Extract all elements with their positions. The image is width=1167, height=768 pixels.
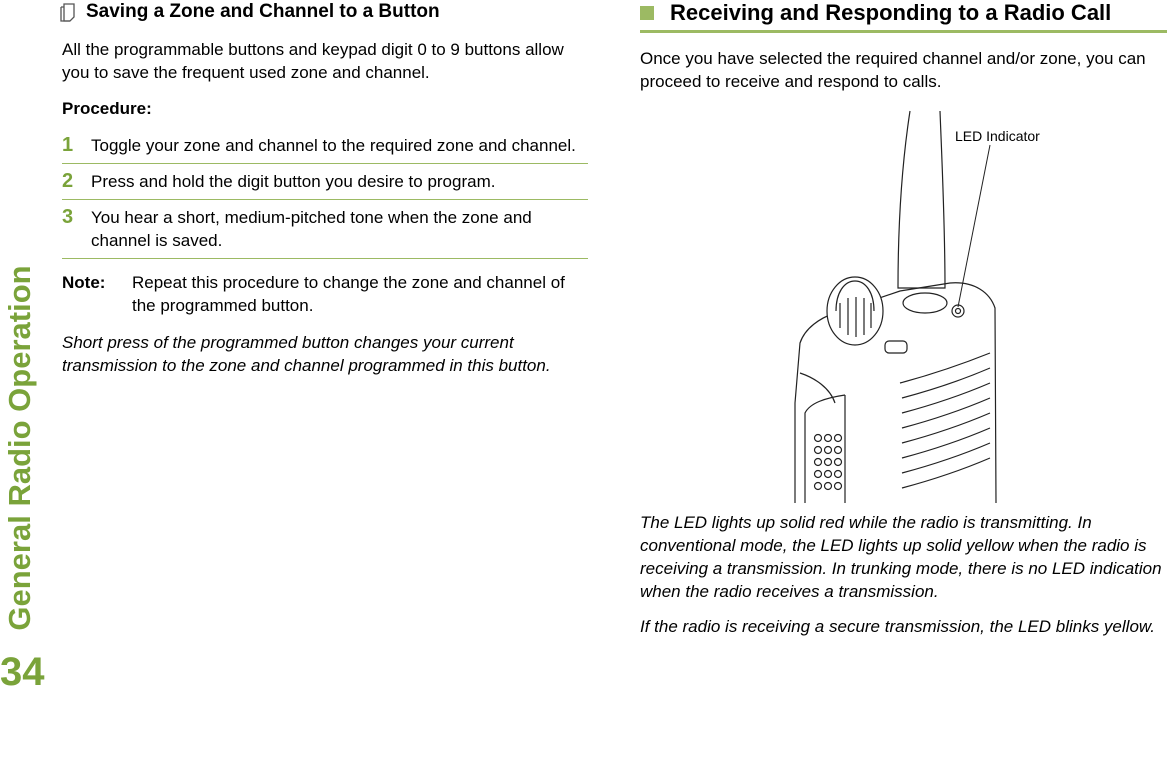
led-indicator-label: LED Indicator xyxy=(955,128,1040,144)
note-text: Repeat this procedure to change the zone… xyxy=(132,273,565,315)
step-text: Press and hold the digit button you desi… xyxy=(91,172,496,191)
step-text: You hear a short, medium-pitched tone wh… xyxy=(91,208,532,250)
step-number: 1 xyxy=(62,134,74,156)
procedure-icon xyxy=(60,3,75,22)
section-heading: Saving a Zone and Channel to a Button xyxy=(60,0,588,24)
step-text: Toggle your zone and channel to the requ… xyxy=(91,136,576,155)
procedure-steps: 1 Toggle your zone and channel to the re… xyxy=(62,128,588,259)
italic-paragraph: Short press of the programmed button cha… xyxy=(62,333,551,375)
step-item: 1 Toggle your zone and channel to the re… xyxy=(62,128,588,164)
left-column: Saving a Zone and Channel to a Button Al… xyxy=(60,0,588,377)
section-intro: All the programmable buttons and keypad … xyxy=(62,40,564,82)
led-description: The LED lights up solid red while the ra… xyxy=(640,513,1162,601)
section-heading: Receiving and Responding to a Radio Call xyxy=(640,0,1167,33)
step-number: 3 xyxy=(62,206,74,228)
step-item: 3 You hear a short, medium-pitched tone … xyxy=(62,200,588,259)
secure-transmission-note: If the radio is receiving a secure trans… xyxy=(640,617,1155,636)
step-number: 2 xyxy=(62,170,74,192)
radio-illustration xyxy=(794,110,997,503)
note-block: Note: Repeat this procedure to change th… xyxy=(62,271,588,317)
section-intro: Once you have selected the required chan… xyxy=(640,49,1146,91)
section-title: Saving a Zone and Channel to a Button xyxy=(86,1,440,22)
heading-square-icon xyxy=(640,6,654,20)
right-column: Receiving and Responding to a Radio Call… xyxy=(640,0,1167,638)
note-label: Note: xyxy=(62,273,106,292)
procedure-label: Procedure: xyxy=(62,99,152,118)
step-item: 2 Press and hold the digit button you de… xyxy=(62,164,588,200)
radio-figure: LED Indicator xyxy=(640,103,1167,503)
section-title: Receiving and Responding to a Radio Call xyxy=(670,0,1112,25)
page-number: 34 xyxy=(0,650,45,694)
